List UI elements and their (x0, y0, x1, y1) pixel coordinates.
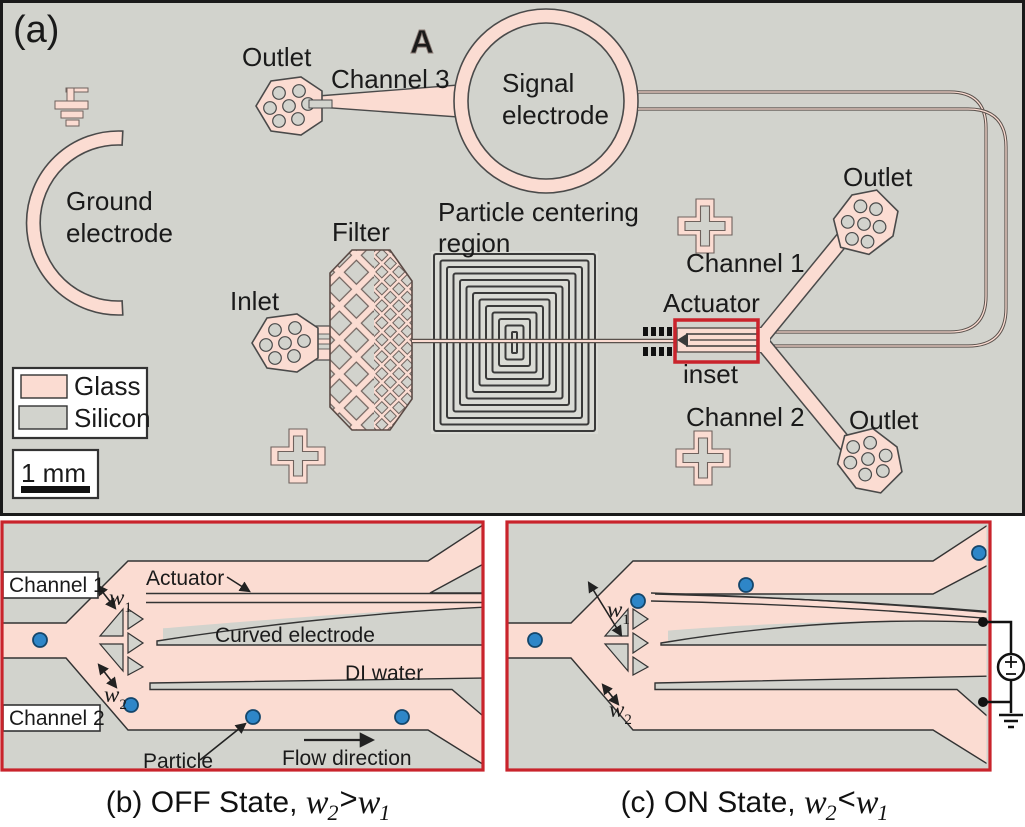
caption-b-w2: w (357, 784, 381, 821)
channel-2-label: Channel 2 (686, 402, 805, 432)
actuator-arrow (226, 576, 251, 593)
particle-centering-label-1: Particle centering (438, 197, 639, 227)
w2-arrow (97, 663, 118, 689)
channel-3-label: Channel 3 (331, 64, 450, 94)
scale-bar-rule (21, 486, 90, 493)
caption-b-w1: w (305, 784, 329, 821)
ground-electrode (25, 130, 124, 316)
particle-dot (394, 709, 410, 725)
w2-label-c: w2 (609, 697, 632, 728)
inset-box (673, 318, 760, 364)
actuator-label-b: Actuator (146, 567, 224, 590)
panel-c-border (505, 520, 992, 772)
legend: Glass Silicon (11, 366, 151, 440)
actuator-label: Actuator (663, 288, 760, 318)
particle-label: Particle (143, 750, 213, 773)
panel-a-tag: (a) (13, 9, 59, 51)
caption-c-w2: w (855, 784, 879, 821)
silicon-wedge-bottom (149, 677, 482, 716)
particle-dot (527, 632, 543, 648)
curved-electrode (156, 606, 482, 646)
outlet-top-label: Outlet (242, 42, 312, 72)
signal-electrode-label-2: electrode (502, 100, 609, 130)
caption-b-operator: > (339, 781, 358, 816)
comb-fingers (643, 327, 672, 356)
particle-dot (630, 593, 646, 609)
silicon-wedge-bottom (654, 675, 987, 717)
scale-bar: 1 mm (11, 448, 100, 500)
legend-glass-label: Glass (74, 371, 140, 401)
channel-2-box (3, 704, 101, 732)
w2-arrow-c (601, 683, 620, 706)
caption-c-operator: < (837, 781, 856, 816)
di-water-label: DI water (345, 662, 423, 685)
caption-b-sub1: 2 (327, 800, 339, 825)
legend-swatch-glass (20, 374, 68, 399)
legend-swatch-silicon (18, 405, 68, 430)
outlet-se-label: Outlet (849, 405, 919, 435)
caption-c-sub1: 2 (825, 800, 837, 825)
scale-bar-label: 1 mm (21, 458, 86, 488)
outlet-ne-label: Outlet (843, 162, 913, 192)
panel-b: w1 w2 Actuator Curved electrode DI water… (0, 520, 485, 773)
channel-1-label-b: Channel 1 (9, 574, 105, 597)
terminal-dot (978, 697, 988, 707)
particle-dot (32, 632, 48, 648)
drive-circuit (978, 617, 1025, 729)
particle-dot (123, 697, 139, 713)
signal-electrode-traces (638, 90, 1008, 348)
particle-arrow (199, 722, 247, 761)
channel-2-branch (757, 339, 859, 458)
flow-direction-label: Flow direction (282, 747, 412, 770)
w1-arrow-c (587, 581, 623, 637)
panel-b-border (0, 520, 485, 772)
ground-electrode-label-1: Ground (66, 186, 153, 216)
curved-electrode-c (660, 620, 987, 646)
w1-label-c: w1 (607, 597, 630, 628)
w1-arrow (96, 584, 117, 610)
panel-c-outlines (508, 525, 987, 765)
letter-a-marker: A (410, 23, 434, 60)
panel-c: w1 w2 (505, 520, 992, 772)
caption-c-text: (c) ON State, (620, 786, 804, 819)
channel-1-label: Channel 1 (686, 248, 805, 278)
caption-b-sub2: 1 (379, 800, 391, 825)
ground-electrode-label-2: electrode (66, 218, 173, 248)
w2-label: w2 (104, 682, 127, 713)
outlet-slot (308, 99, 333, 109)
caption-c-sub2: 1 (877, 800, 889, 825)
signal-electrode-label-1: Signal (502, 68, 574, 98)
curved-electrode-label: Curved electrode (215, 624, 375, 647)
particle-centering-label-2: region (438, 228, 510, 258)
plus-sign (1005, 656, 1017, 668)
w1-label: w1 (109, 585, 132, 616)
particle-dot (738, 577, 754, 593)
panel-a: (a) Ground electrode Outlet Channel 3 A … (0, 0, 1025, 516)
particles-b (32, 632, 410, 725)
channel-1-branch (757, 224, 857, 341)
channel-1-box (3, 571, 99, 599)
inset-label: inset (683, 359, 739, 389)
caption-c-w1: w (803, 784, 827, 821)
ground-symbol-icon (54, 87, 89, 127)
particles-c (527, 545, 987, 648)
panels-bc: w1 w2 Actuator Curved electrode DI water… (0, 520, 1025, 773)
channel-2-label-b: Channel 2 (9, 707, 105, 730)
caption-b-text: (b) OFF State, (105, 786, 306, 819)
signal-electrode-ring-inner (467, 22, 625, 180)
filter-label: Filter (332, 217, 390, 247)
inlet-label: Inlet (230, 286, 280, 316)
legend-silicon-label: Silicon (74, 403, 151, 433)
actuator-miniature (676, 327, 758, 353)
particle-dot (971, 545, 987, 561)
ground-icon (999, 713, 1023, 729)
terminal-dot (978, 617, 988, 627)
particle-dot (245, 709, 261, 725)
filter (329, 249, 413, 431)
panel-b-outlines (3, 525, 482, 765)
